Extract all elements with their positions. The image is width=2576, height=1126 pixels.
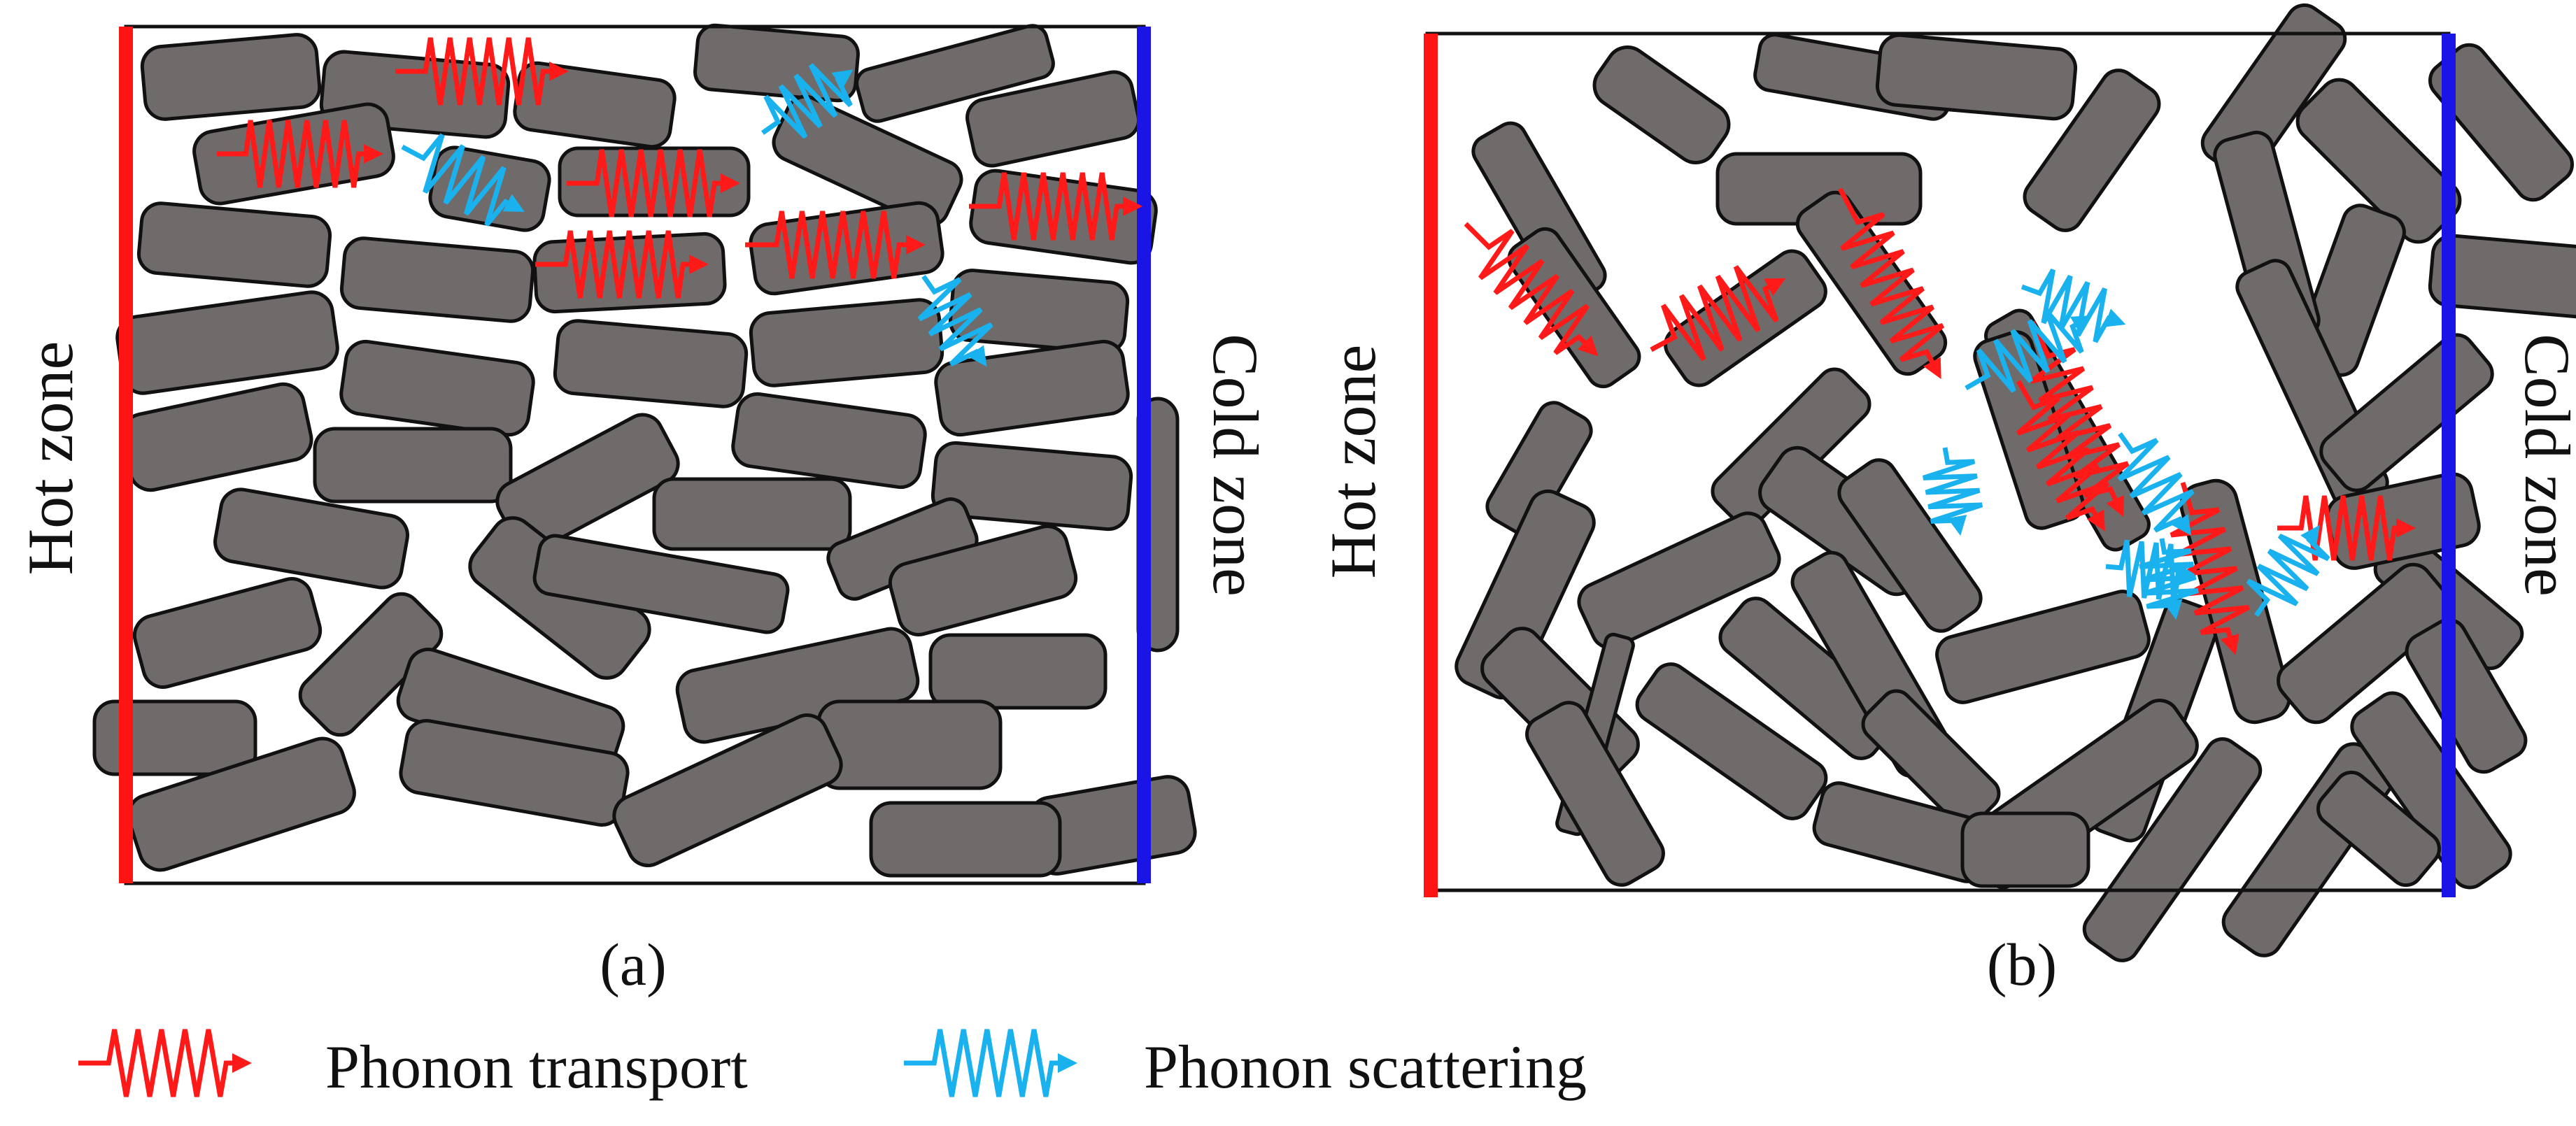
panel-a-flake [855, 24, 1055, 123]
panel-b-flake [1455, 489, 1596, 700]
phonon-transport-wave [2016, 380, 2110, 532]
panel-a-flake [965, 70, 1140, 168]
phonon-transport-wave [395, 37, 569, 106]
panel-a-flake [652, 477, 852, 551]
phonon-transport-wave [969, 172, 1142, 241]
panel-b-flake [1592, 45, 1731, 164]
panel-b-flake [1935, 590, 2151, 704]
panel-a-cold-label: Cold zone [1200, 334, 1271, 597]
panel-b-hot-label: Hot zone [1317, 345, 1389, 579]
panel-b-flake [1837, 458, 1983, 633]
panel-a-flake [92, 699, 257, 776]
panel-b-cold-bar [2442, 34, 2456, 897]
panel-a-flake [136, 201, 332, 288]
panel-b-flake [1525, 701, 1665, 887]
panel-b-flake [2350, 691, 2512, 890]
flakes-b [1455, 3, 2576, 962]
legend-transport-symbol [78, 1029, 252, 1097]
phonon-scattering-wave [2117, 432, 2195, 536]
panel-a-flake [313, 427, 513, 504]
panel-a-flake [132, 577, 323, 689]
phonon-scattering-wave [2246, 525, 2330, 618]
panel-b-flake [2316, 770, 2441, 888]
panel-a-flake [120, 382, 313, 492]
phonon-scattering-wave [1922, 447, 1983, 536]
phonon-scattering-wave [917, 274, 993, 367]
panel-a-flake [115, 290, 339, 395]
panel-b-flake [2277, 562, 2453, 725]
panel-b-flake [2023, 69, 2161, 232]
panel-b-flake [1485, 401, 1593, 536]
panel-a-flake [612, 713, 843, 867]
panel-b-cold-label: Cold zone [2512, 334, 2576, 597]
panel-b-flake [2405, 618, 2528, 774]
phonon-scattering-wave [2021, 269, 2126, 343]
panel-a-flake [339, 236, 535, 323]
panel-b-flake [2428, 234, 2576, 319]
panel-b-flake [1577, 511, 1781, 650]
panel-a-cold-bar [1137, 27, 1151, 883]
legend: Phonon transport Phonon scattering [78, 1029, 1587, 1102]
panel-b-hot-bar [1424, 34, 1438, 897]
phonon-scattering-wave [2139, 538, 2199, 620]
panel-a-phonons [217, 37, 1142, 367]
panel-a-caption: (a) [600, 931, 666, 998]
panel-a-flake [816, 699, 1003, 790]
phonon-transport-wave [217, 120, 383, 188]
panel-a-flake [532, 534, 790, 634]
flakes-a [92, 23, 1197, 878]
legend-transport-label: Phonon transport [325, 1034, 748, 1102]
panel-a-flake [749, 298, 944, 387]
legend-scattering-wave [904, 1029, 1077, 1097]
legend-transport-wave [78, 1029, 252, 1097]
phonon-transport-wave [535, 230, 709, 299]
phonon-scattering-wave [760, 63, 854, 139]
panel-a-hot-bar [119, 27, 133, 883]
phonon-scattering-wave [1965, 309, 2093, 393]
panel-b-flake [1960, 811, 2090, 888]
panel-a-flake [928, 633, 1107, 710]
phonon-transport-wave [2277, 495, 2416, 561]
phonon-transport-wave [567, 149, 740, 218]
phonon-transport-wave [2170, 481, 2250, 655]
panel-b: Hot zone Cold zone (b) [1317, 3, 2576, 998]
panel-b-flake [2082, 737, 2263, 962]
panel-a-flake [869, 801, 1062, 878]
panel-b-caption: (b) [1987, 931, 2057, 998]
phonon-transport-wave [745, 211, 926, 279]
panel-b-phonons [1464, 187, 2416, 655]
panel-a-hot-label: Hot zone [15, 341, 86, 576]
legend-scattering-label: Phonon scattering [1144, 1034, 1587, 1102]
panel-a-flake [930, 441, 1133, 532]
panel-a-flake [339, 339, 535, 437]
panel-a-flake [140, 33, 322, 121]
phonon-transport-wave [1464, 222, 1599, 357]
panel-a-flake [127, 736, 356, 872]
phonon-transport-wave [2029, 320, 2130, 518]
phonon-transport-wave [1650, 265, 1786, 362]
panel-a-flake [298, 592, 444, 737]
panel-a-flake [553, 319, 749, 408]
panel-a-flake [888, 525, 1078, 636]
panel-a: Hot zone Cold zone (a) [15, 23, 1271, 998]
panel-a-flake [399, 719, 630, 827]
panel-b-flake [1875, 33, 2078, 121]
phonon-transport-wave [1837, 187, 1945, 379]
panel-a-flake [772, 94, 963, 227]
panel-a-flake [731, 392, 927, 490]
legend-scattering-symbol [904, 1029, 1077, 1097]
panel-a-flake [213, 487, 409, 590]
panel-b-flake [1664, 249, 1827, 387]
panel-b-flake [1635, 662, 1828, 820]
phonon-scattering-wave [401, 133, 525, 227]
